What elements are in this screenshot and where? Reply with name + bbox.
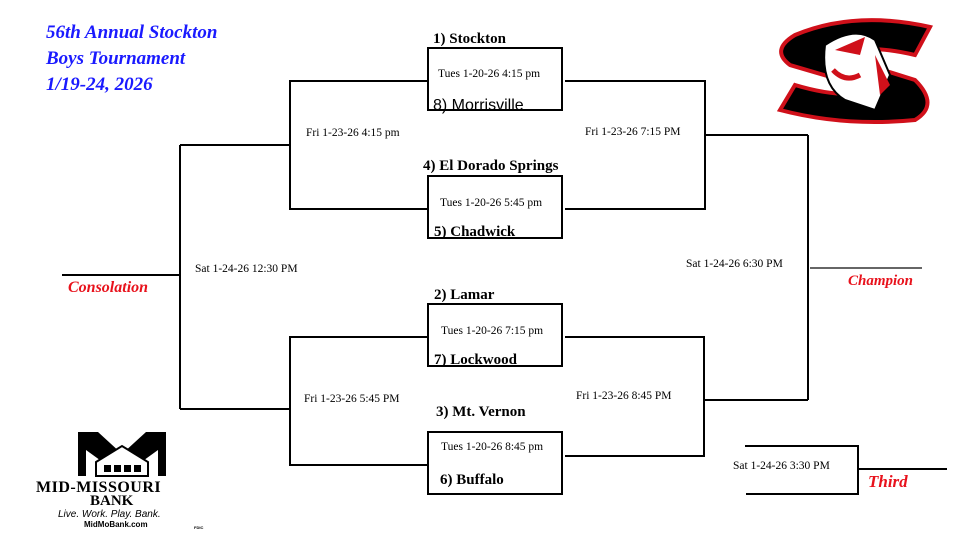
- game-time-2: Tues 1-20-26 5:45 pm: [440, 197, 543, 209]
- bank-house-icon: [78, 432, 166, 477]
- game-time-4: Tues 1-20-26 8:45 pm: [441, 441, 544, 453]
- team-buffalo: 6) Buffalo: [440, 472, 504, 488]
- third-place-time: Sat 1-24-26 3:30 PM: [733, 460, 830, 472]
- game-box-3: [427, 303, 563, 367]
- champion-label: Champion: [848, 273, 914, 289]
- title-line-2: Boys Tournament: [46, 48, 186, 69]
- team-morrisville: 8) Morrisville: [433, 97, 524, 114]
- semi-bottom-time: Fri 1-23-26 8:45 PM: [576, 390, 672, 402]
- game-time-1: Tues 1-20-26 4:15 pm: [438, 68, 541, 80]
- team-mt-vernon: 3) Mt. Vernon: [436, 404, 526, 420]
- team-lamar: 2) Lamar: [434, 287, 495, 303]
- fdic-mark: FDIC: [194, 525, 204, 530]
- game-time-3: Tues 1-20-26 7:15 pm: [441, 325, 544, 337]
- title-line-1: 56th Annual Stockton: [46, 22, 218, 43]
- consolation-final-time: Sat 1-24-26 12:30 PM: [195, 263, 298, 275]
- semi-top-time: Fri 1-23-26 7:15 PM: [585, 126, 681, 138]
- team-chadwick: 5) Chadwick: [434, 224, 516, 240]
- game-box-1: [427, 47, 563, 111]
- game-box-4: [427, 431, 563, 495]
- cons-semi-bottom-time: Fri 1-23-26 5:45 PM: [304, 393, 400, 405]
- sponsor-url: MidMoBank.com: [84, 520, 148, 529]
- sponsor-logo: MID-MISSOURI BANK Live. Work. Play. Bank…: [36, 432, 208, 532]
- team-el-dorado-springs: 4) El Dorado Springs: [423, 158, 559, 174]
- title-line-3: 1/19-24, 2026: [46, 74, 153, 95]
- championship-time: Sat 1-24-26 6:30 PM: [686, 258, 783, 270]
- sponsor-name-line2: BANK: [90, 493, 134, 509]
- stockton-tiger-s-logo: [776, 18, 934, 125]
- team-stockton: 1) Stockton: [433, 31, 506, 47]
- team-lockwood: 7) Lockwood: [434, 352, 517, 368]
- game-box-2: [427, 175, 563, 239]
- sponsor-name-line1: MID-MISSOURI: [36, 479, 162, 496]
- cons-semi-top-time: Fri 1-23-26 4:15 pm: [306, 127, 400, 139]
- sponsor-tagline: Live. Work. Play. Bank.: [58, 509, 161, 520]
- third-label: Third: [868, 472, 908, 491]
- consolation-label: Consolation: [68, 279, 149, 296]
